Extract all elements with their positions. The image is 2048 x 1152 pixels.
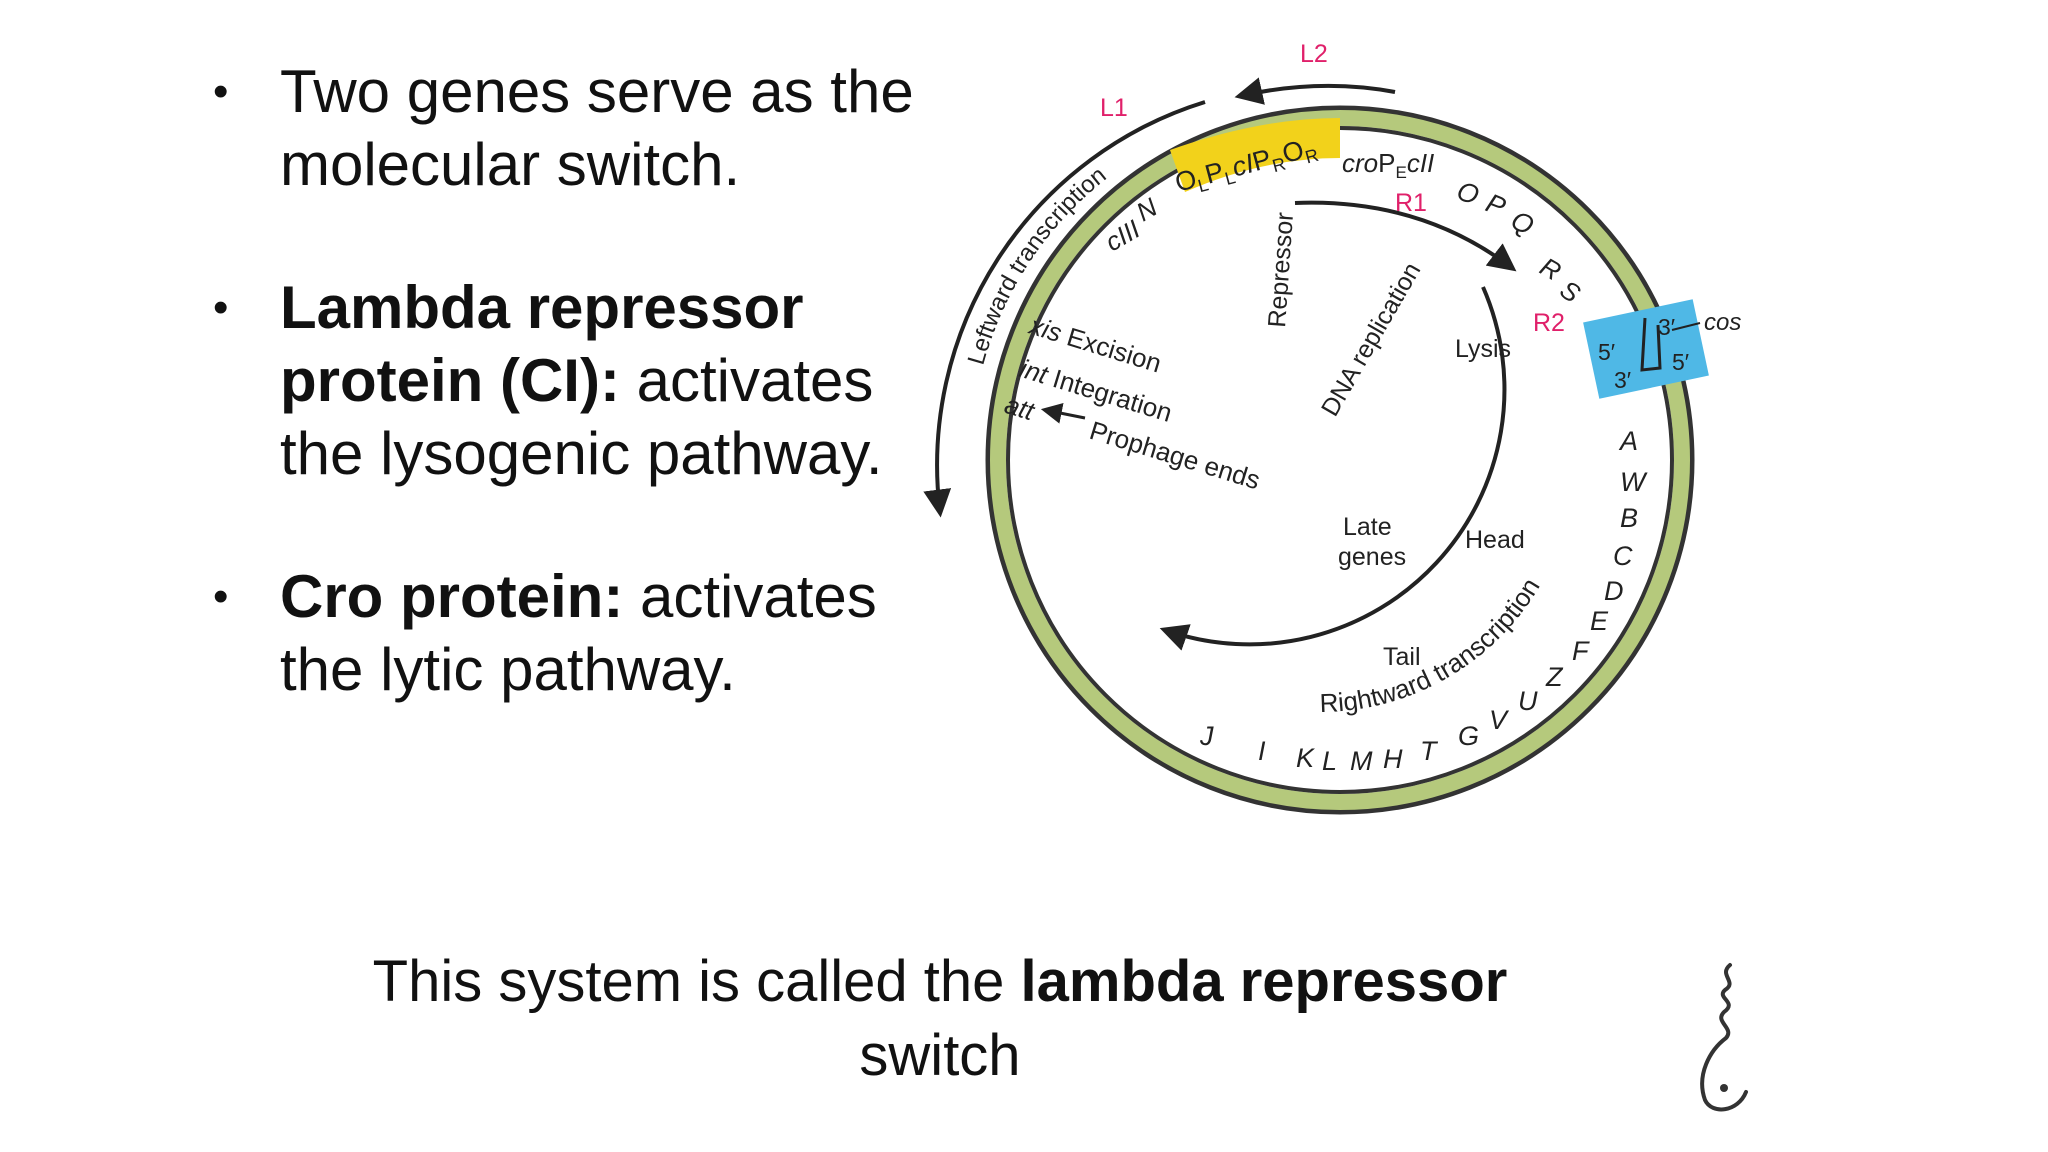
bullet-bold: Lambda repressor protein (CI): (280, 274, 804, 414)
gene-j: J (1199, 721, 1214, 751)
l2-arrow (1234, 77, 1396, 105)
operator-highlight (1170, 118, 1340, 192)
r1-arrow (1294, 200, 1517, 272)
promoter-l1: L1 (1100, 94, 1128, 122)
head-label: Head (1465, 526, 1525, 554)
late-genes-label-1: Late (1343, 513, 1392, 541)
gene-d: D (1604, 576, 1624, 606)
gene-cro-pe-cii: croPEcII (1342, 148, 1434, 182)
bullet-dot: • (213, 572, 229, 621)
gene-e: E (1590, 606, 1609, 636)
repressor-label: Repressor (1263, 211, 1299, 328)
gene-f: F (1572, 636, 1590, 666)
gene-r: R (1535, 251, 1566, 286)
promoter-r2: R2 (1533, 309, 1565, 337)
tail-label: Tail (1383, 643, 1421, 671)
gene-z: Z (1545, 662, 1564, 692)
footer-caption: This system is called the lambda repress… (270, 945, 1610, 1093)
bullet-text: activates the lysogenic pathway. (280, 347, 883, 487)
gene-m: M (1350, 746, 1373, 776)
genome-ring-outer (985, 105, 1695, 815)
prophage-label: Prophage ends (1086, 415, 1263, 495)
gene-t: T (1420, 736, 1439, 766)
cos-highlight (1583, 299, 1709, 399)
bullet-text: activates the lytic pathway. (280, 563, 877, 703)
prophage-arrow (1040, 402, 1086, 424)
gene-q: Q (1506, 205, 1539, 241)
footer-bold: lambda repressor (1020, 949, 1508, 1014)
bullet-list: • Two genes serve as the molecular switc… (205, 55, 925, 706)
gene-s: S (1555, 274, 1587, 309)
bullet-text: Two genes serve as the molecular switch. (280, 58, 914, 198)
cos-label: cos (1704, 309, 1741, 336)
bullet-bold: Cro protein: (280, 563, 624, 630)
gene-b: B (1620, 503, 1638, 533)
rightward-arrow (1159, 286, 1507, 651)
cos-3a: 3′ (1658, 314, 1675, 340)
gene-k: K (1296, 743, 1315, 773)
bullet-dot: • (213, 283, 229, 332)
gene-w: W (1620, 467, 1648, 497)
gene-o: O (1453, 175, 1483, 210)
bullet-lambda-repressor: • Lambda repressor protein (CI): activat… (205, 271, 925, 490)
cos-5a: 5′ (1598, 339, 1615, 365)
gene-i: I (1258, 736, 1266, 766)
cos-cut-line (1640, 317, 1662, 372)
gene-u: U (1518, 686, 1538, 716)
bullet-dot: • (213, 67, 229, 116)
gene-p: P (1482, 188, 1510, 223)
cos-5b: 5′ (1672, 349, 1689, 375)
promoter-l2: L2 (1300, 40, 1328, 68)
rightward-label: Rightward transcription (1319, 573, 1545, 719)
gene-a: A (1618, 426, 1638, 456)
promoter-r1: R1 (1395, 189, 1427, 217)
bullet-cro-protein: • Cro protein: activates the lytic pathw… (205, 560, 925, 706)
operator-text: OLPLcIPROR (1172, 131, 1321, 201)
gene-h: H (1383, 744, 1403, 774)
footer-pre: This system is called the (372, 949, 1021, 1014)
footer-post: switch (859, 1023, 1021, 1088)
cos-leader (1671, 322, 1701, 331)
gene-g: G (1458, 721, 1479, 751)
leftward-arrow (923, 100, 1206, 518)
gene-l: L (1322, 746, 1337, 776)
lysis-label: Lysis (1455, 335, 1511, 363)
bullet-two-genes: • Two genes serve as the molecular switc… (205, 55, 925, 201)
logo-glyph (1700, 963, 1748, 1112)
cos-3b: 3′ (1614, 367, 1631, 393)
dna-replication-label: DNA replication (1316, 258, 1426, 421)
gene-c: C (1613, 541, 1633, 571)
late-genes-label-2: genes (1338, 543, 1406, 571)
gene-v: V (1489, 705, 1510, 735)
